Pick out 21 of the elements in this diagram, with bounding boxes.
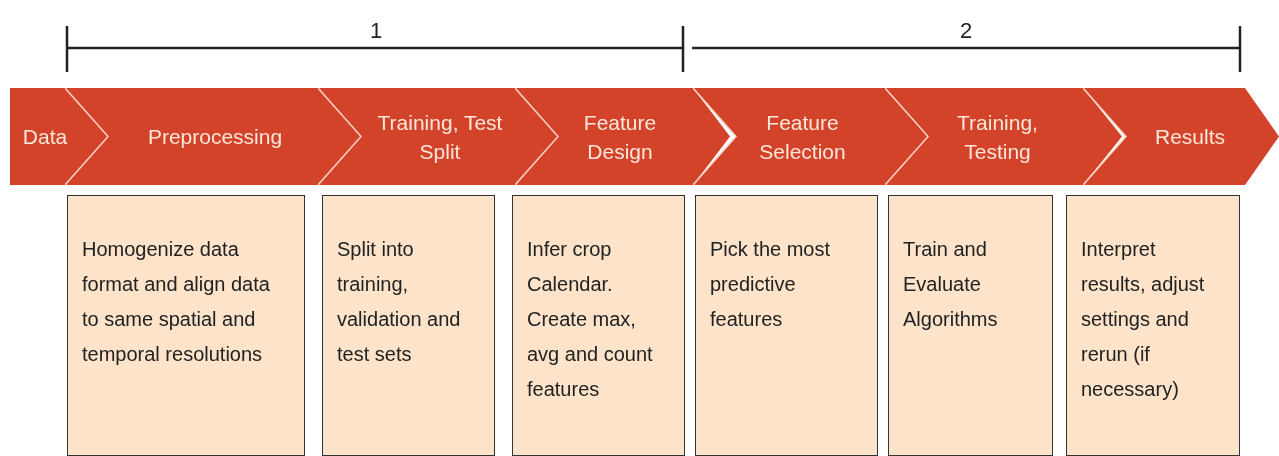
description-text: Pick the most predictive features [710,237,832,332]
step-label: Data [21,124,69,150]
description-box [695,195,878,456]
step-label: Training, Test Split [376,109,504,165]
step-label: Feature Design [582,109,658,165]
description-box [512,195,685,456]
description-box [322,195,495,456]
description-text: Split into training, validation and test sets [337,237,462,367]
step-label: Feature Selection [758,109,847,165]
description-box [1066,195,1240,456]
step-label: Training, Testing [956,109,1039,165]
description-text: Infer crop Calendar. Create max, avg and count features [527,237,654,402]
description-text: Interpret results, adjust settings and rerun (if necessary) [1081,237,1206,402]
description-text: Train and Evaluate Algorithms [903,237,999,332]
step-label: Preprocessing [146,124,284,150]
phase-number: 2 [960,18,973,44]
phase-number: 1 [370,18,383,44]
description-text: Homogenize data format and align data to same spatial and temporal resolutions [82,237,271,367]
description-box [67,195,305,456]
step-label: Results [1154,124,1226,150]
description-box [888,195,1053,456]
